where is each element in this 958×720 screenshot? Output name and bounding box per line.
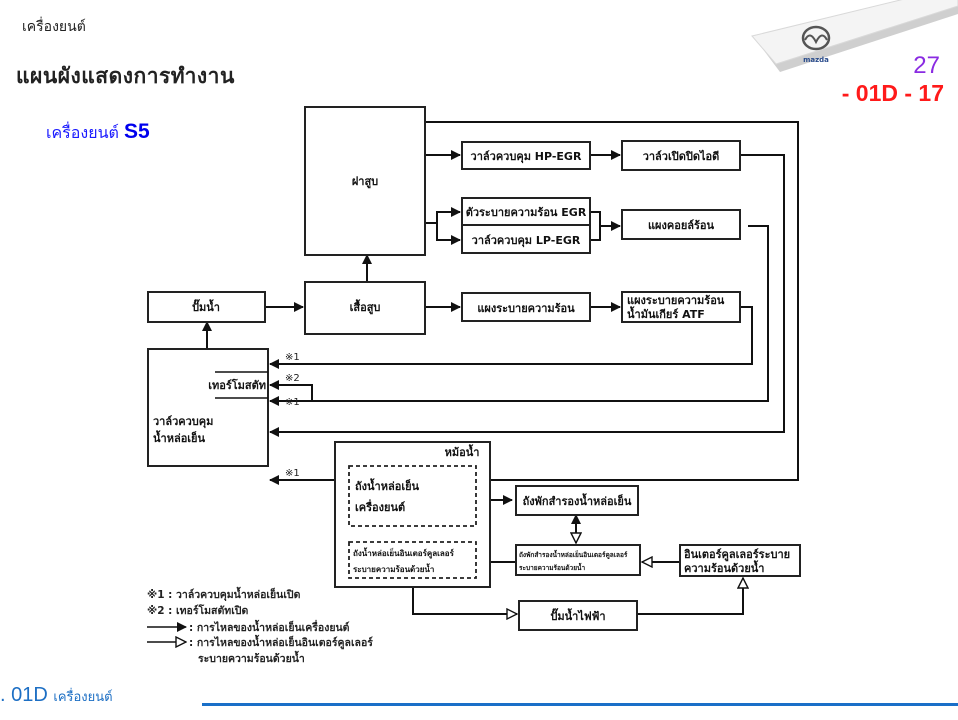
legend: ※1 : วาล์วควบคุมน้ำหล่อเย็นเปิด ※2 : เทอ… — [147, 586, 373, 665]
box-heater-core: แผงคอยล์ร้อน — [621, 209, 741, 240]
legend-intercooler-flow-2: ระบายความร้อนด้วยน้ำ — [198, 650, 305, 665]
box-lp-egr-valve: วาล์วควบคุม LP-EGR — [461, 224, 591, 254]
svg-text:แผงระบายความร้อน: แผงระบายความร้อน — [627, 294, 725, 307]
box-reserve-tank: ถังพักสำรองน้ำหล่อเย็น — [515, 485, 639, 516]
note-valve-open-3: ※1 — [285, 468, 300, 479]
logo-band-fill — [751, 0, 958, 65]
box-water-cooled-intercooler: อินเตอร์คูลเลอร์ระบาย ความร้อนด้วยน้ำ — [679, 544, 801, 577]
svg-text:น้ำหล่อเย็น: น้ำหล่อเย็น — [153, 430, 205, 445]
footer-divider — [202, 703, 958, 706]
box-ic-reserve-tank: ถังพักสำรองน้ำหล่อเย็นอินเตอร์คูลเลอร์ ร… — [515, 544, 641, 576]
svg-text:ฝาสูบ: ฝาสูบ — [352, 175, 378, 189]
svg-text:น้ำมันเกียร์ ATF: น้ำมันเกียร์ ATF — [627, 306, 705, 321]
box-atf-cooler: แผงระบายความร้อน น้ำมันเกียร์ ATF — [621, 291, 741, 323]
box-ic-coolant-tank: ถังน้ำหล่อเย็นอินเตอร์คูลเลอร์ ระบายความ… — [348, 541, 477, 579]
engine-model: S5 — [123, 120, 150, 143]
svg-text:ปั๊มน้ำ: ปั๊มน้ำ — [192, 299, 220, 314]
svg-text:ถังน้ำหล่อเย็น: ถังน้ำหล่อเย็น — [355, 478, 420, 493]
box-oil-cooler: แผงระบายความร้อน — [461, 292, 591, 322]
svg-text:แผงระบายความร้อน: แผงระบายความร้อน — [477, 302, 575, 315]
svg-text:ระบายความร้อนด้วยน้ำ: ระบายความร้อนด้วยน้ำ — [519, 562, 585, 572]
svg-text:เครื่องยนต์: เครื่องยนต์ — [355, 499, 405, 514]
page-title: แผนผังแสดงการทำงาน — [16, 64, 235, 88]
engine-prefix: เครื่องยนต์ — [46, 123, 119, 142]
footer-section: เครื่องยนต์ — [53, 689, 113, 704]
box-cylinder-head: ฝาสูบ — [304, 106, 426, 256]
page-code: - 01D - 17 — [841, 80, 944, 106]
svg-text:อินเตอร์คูลเลอร์ระบาย: อินเตอร์คูลเลอร์ระบาย — [684, 548, 790, 562]
footer-code: . 01D — [0, 684, 48, 706]
svg-text:ตัวระบายความร้อน EGR: ตัวระบายความร้อน EGR — [466, 206, 587, 219]
note-thermostat-open: ※2 — [285, 373, 300, 384]
box-egr-cooler: ตัวระบายความร้อน EGR — [461, 197, 591, 226]
flow-to-thermostat — [269, 380, 313, 401]
flow-idle-valve-return — [269, 154, 785, 437]
svg-text:วาล์วควบคุม: วาล์วควบคุม — [153, 415, 213, 429]
box-water-pump: ปั๊มน้ำ — [147, 291, 266, 323]
brand-wordmark: mazda — [803, 56, 829, 64]
svg-text:หม้อน้ำ: หม้อน้ำ — [445, 444, 480, 459]
note-markers: ※1 ※2 ※1 ※1 — [285, 352, 300, 479]
flow-head-to-radiator — [425, 121, 799, 485]
svg-text:แผงคอยล์ร้อน: แผงคอยล์ร้อน — [648, 219, 715, 232]
box-thermostat: เทอร์โมสตัท — [208, 371, 268, 399]
legend-note-2: ※2 : เทอร์โมสตัทเปิด — [147, 604, 248, 617]
svg-text:วาล์วควบคุม HP-EGR: วาล์วควบคุม HP-EGR — [471, 150, 582, 164]
box-electric-water-pump: ปั๊มน้ำไฟฟ้า — [518, 600, 638, 631]
flow-egr-merge — [590, 211, 601, 241]
footer-label: . 01D เครื่องยนต์ — [0, 684, 113, 707]
box-hp-egr-valve: วาล์วควบคุม HP-EGR — [461, 141, 591, 170]
flow-ic-tank-to-pump — [412, 578, 517, 614]
svg-text:ถังพักสำรองน้ำหล่อเย็นอินเตอร์: ถังพักสำรองน้ำหล่อเย็นอินเตอร์คูลเลอร์ — [519, 549, 628, 560]
legend-intercooler-flow: : การไหลของน้ำหล่อเย็นอินเตอร์คูลเลอร์ — [189, 634, 373, 650]
section-label: เครื่องยนต์ — [22, 19, 86, 35]
svg-text:วาล์วเปิดปิดไอดี: วาล์วเปิดปิดไอดี — [643, 149, 720, 163]
note-valve-open-2: ※1 — [285, 397, 300, 408]
note-valve-open-1: ※1 — [285, 352, 300, 363]
mazda-emblem-icon — [801, 25, 831, 51]
flow-head-to-egr-cooler — [425, 207, 461, 224]
flow-heater-core-return — [269, 225, 769, 406]
svg-text:ความร้อนด้วยน้ำ: ความร้อนด้วยน้ำ — [684, 560, 764, 575]
legend-note-1: ※1 : วาล์วควบคุมน้ำหล่อเย็นเปิด — [147, 586, 301, 602]
box-engine-coolant-tank: ถังน้ำหล่อเย็น เครื่องยนต์ — [348, 465, 477, 527]
svg-text:เสื้อสูบ: เสื้อสูบ — [350, 299, 381, 315]
svg-text:วาล์วควบคุม LP-EGR: วาล์วควบคุม LP-EGR — [472, 234, 581, 248]
page-number: 27 — [913, 52, 940, 79]
box-idle-valve: วาล์วเปิดปิดไอดี — [621, 140, 741, 171]
mazda-logo-band: mazda — [751, 0, 958, 72]
engine-label: เครื่องยนต์ S5 — [46, 120, 150, 146]
flow-atf-return — [269, 306, 753, 369]
svg-text:ถังพักสำรองน้ำหล่อเย็น: ถังพักสำรองน้ำหล่อเย็น — [523, 493, 632, 508]
svg-text:ระบายความร้อนด้วยน้ำ: ระบายความร้อนด้วยน้ำ — [353, 563, 434, 574]
svg-text:ถังน้ำหล่อเย็นอินเตอร์คูลเลอร์: ถังน้ำหล่อเย็นอินเตอร์คูลเลอร์ — [353, 547, 455, 559]
box-coolant-control-valve: วาล์วควบคุม น้ำหล่อเย็น — [147, 348, 269, 467]
svg-text:ปั๊มน้ำไฟฟ้า: ปั๊มน้ำไฟฟ้า — [550, 608, 605, 623]
flow-head-to-lp-egr — [436, 223, 461, 245]
svg-text:เทอร์โมสตัท: เทอร์โมสตัท — [208, 378, 266, 392]
legend-engine-flow: : การไหลของน้ำหล่อเย็นเครื่องยนต์ — [189, 619, 350, 634]
flow-pump-to-intercooler — [637, 578, 743, 615]
box-cylinder-block: เสื้อสูบ — [304, 281, 426, 335]
